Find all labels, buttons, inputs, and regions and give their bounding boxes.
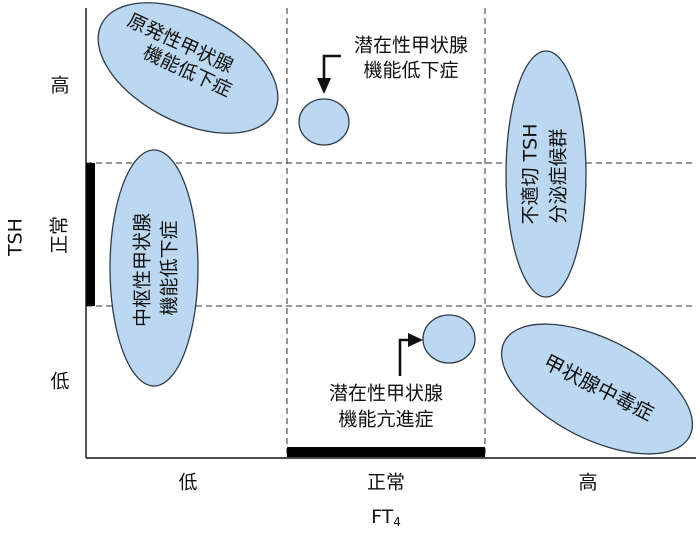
tsh-normal-range-bar	[86, 163, 95, 306]
y-tick-low: 低	[50, 371, 69, 393]
x-axis-label-main: FT	[371, 506, 394, 528]
primary-hypothyroidism-ellipse	[97, 2, 279, 134]
subclinical-hypothyroidism-label-line1: 潜在性甲状腺	[354, 35, 468, 57]
y-axis-label: TSH	[5, 218, 27, 257]
subclinical-hyperthyroidism-arrow	[398, 338, 410, 376]
subclinical-hyperthyroidism-ellipse	[422, 314, 476, 364]
central-hypothyroidism-ellipse	[109, 149, 199, 387]
subclinical-hypothyroidism-arrowhead	[317, 78, 331, 94]
inappropriate-tsh-ellipse	[505, 50, 587, 298]
subclinical-hyperthyroidism-arrowhead	[408, 333, 423, 347]
x-tick-low: 低	[178, 472, 197, 494]
ft4-normal-range-bar	[287, 447, 485, 457]
inappropriate-tsh-label-line1: 不適切 TSH	[520, 124, 542, 225]
subclinical-hypothyroidism-ellipse	[298, 98, 350, 146]
x-tick-normal: 正常	[367, 472, 405, 494]
y-tick-normal: 正常	[49, 216, 71, 254]
inappropriate-tsh-label-line2: 分泌症候群	[548, 128, 570, 223]
x-axis-label: FT4	[371, 506, 401, 529]
central-hypothyroidism-label-line2: 機能低下症	[159, 220, 181, 315]
thyrotoxicosis-ellipse	[500, 323, 694, 455]
central-hypothyroidism-label-line1: 中枢性甲状腺	[132, 213, 154, 327]
subclinical-hyperthyroidism-label-line2: 機能亢進症	[338, 409, 433, 431]
subclinical-hypothyroidism-label-line2: 機能低下症	[363, 60, 458, 82]
x-axis-label-subscript: 4	[393, 515, 401, 529]
y-tick-high: 高	[50, 75, 69, 97]
subclinical-hyperthyroidism-label-line1: 潜在性甲状腺	[329, 383, 443, 405]
x-tick-high: 高	[578, 472, 597, 494]
subclinical-hypothyroidism-arrow	[322, 54, 341, 80]
